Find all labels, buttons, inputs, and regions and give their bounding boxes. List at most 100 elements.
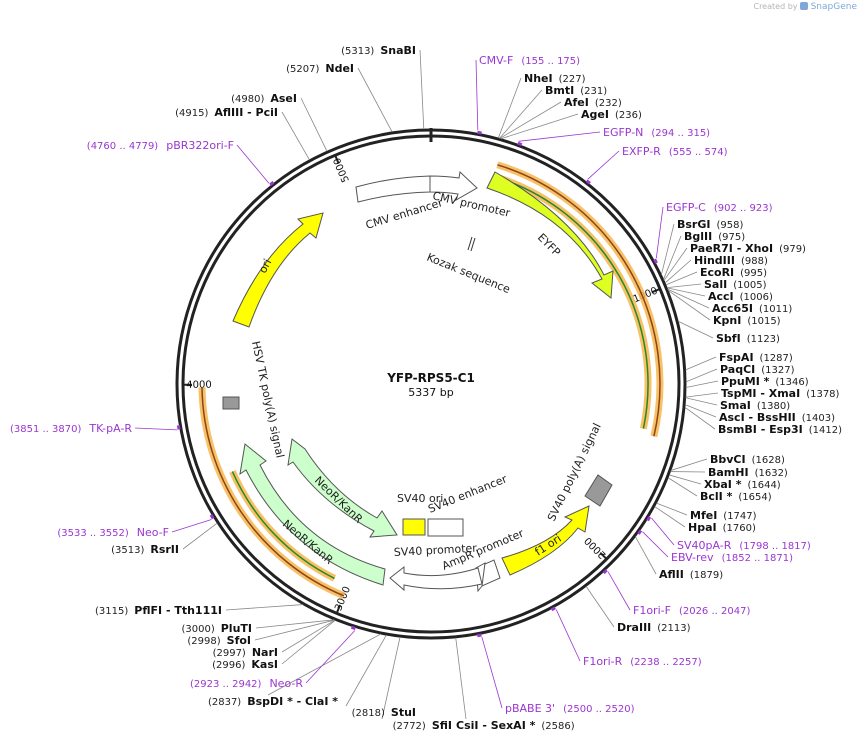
site-label: (2818)StuI <box>352 706 416 719</box>
site-position: (1327) <box>761 365 794 376</box>
site-label: (2837) BspDI * - ClaI * <box>208 695 338 708</box>
leader-line <box>667 283 702 289</box>
site-position: (2997) <box>213 648 246 659</box>
site-label: BmtI(231) <box>545 84 607 97</box>
site-label: DraIII(2113) <box>617 621 691 634</box>
site-position: (3000) <box>181 624 214 635</box>
orf-eyfp-outer <box>497 164 661 437</box>
leader-line <box>518 131 601 142</box>
site-name: RsrII <box>150 543 179 556</box>
site-position: (3513) <box>111 545 144 556</box>
primer-label: (2923 .. 2942)Neo-R <box>190 677 303 690</box>
primer-mark <box>637 529 643 535</box>
snapgene-credit: Created by SnapGene <box>753 2 857 12</box>
neor-kanr-arrow-inner <box>287 438 398 538</box>
site-label: (3115) PflFI - Tth111I <box>95 604 222 617</box>
leader-line <box>661 223 675 275</box>
leader-line <box>677 320 714 339</box>
orf-eyfp-inner-band <box>498 174 652 430</box>
site-label: PpuMI *(1346) <box>721 375 809 388</box>
leader-line <box>499 89 543 139</box>
primer-name: TK-pA-R <box>88 422 132 435</box>
primer-range: (2923 .. 2942) <box>190 679 262 690</box>
site-label: PaeR7I - XhoI(979) <box>690 242 806 255</box>
site-name: KasI <box>251 658 278 671</box>
leader-line <box>670 458 708 471</box>
primer-mark <box>602 569 608 575</box>
site-name: PflFI - Tth111I <box>134 604 222 617</box>
site-name: BsmBI - Esp3I <box>718 423 803 436</box>
site-label: BsrGI(958) <box>677 218 743 231</box>
site-position: (2818) <box>352 708 385 719</box>
site-name: HpaI <box>688 521 717 534</box>
neor-kanr-arrow-outer <box>239 443 386 586</box>
site-name: NheI <box>524 72 553 85</box>
site-label: AccI(1006) <box>708 290 773 303</box>
site-name: SmaI <box>720 399 751 412</box>
orf-tracks <box>198 161 664 600</box>
primer-name: F1ori-F <box>633 604 671 617</box>
primer-mark <box>550 606 556 612</box>
leader-line <box>665 271 698 286</box>
site-position: (1378) <box>806 389 839 400</box>
site-label: BsmBI - Esp3I (1412) <box>718 423 842 436</box>
primer-mark <box>269 181 275 187</box>
site-label: AgeI(236) <box>581 108 642 121</box>
leader-line <box>663 235 682 280</box>
site-label: NheI(227) <box>524 72 586 85</box>
primer-range: (2500 .. 2520) <box>563 704 635 715</box>
leader-line <box>281 111 310 161</box>
primer-name: Neo-F <box>137 526 169 539</box>
primer-mark <box>477 633 482 638</box>
eyfp-arrow <box>486 171 614 299</box>
site-position: (2837) <box>208 697 241 708</box>
leader-line <box>669 474 702 485</box>
site-position: (1632) <box>755 468 788 479</box>
primer-range: (1852 .. 1871) <box>722 553 794 564</box>
leader-line <box>182 522 218 550</box>
site-position: (1123) <box>747 334 780 345</box>
site-position: (2586) <box>541 721 574 732</box>
hsv-tk-polya-box <box>222 396 240 410</box>
site-name: BspDI * - ClaI * <box>247 695 338 708</box>
site-position: (2996) <box>212 660 245 671</box>
leader-line <box>685 368 718 383</box>
site-name: SfoI <box>227 634 251 647</box>
leader-line <box>685 392 719 398</box>
leader-line <box>475 59 479 131</box>
site-position: (3115) <box>95 606 128 617</box>
site-name: MfeI <box>690 509 717 522</box>
primer-range: (3851 .. 3870) <box>10 424 82 435</box>
leader-line <box>497 77 522 139</box>
site-label: CsiI - SexAI *(2586) <box>456 719 575 732</box>
feature-graphics <box>222 170 614 593</box>
leader-line <box>654 506 686 528</box>
primer-name: EGFP-N <box>603 126 643 139</box>
site-position: (1403) <box>802 413 835 424</box>
site-position: (1760) <box>723 523 756 534</box>
site-position: (1879) <box>690 570 723 581</box>
site-position: (995) <box>740 268 767 279</box>
site-name: EcoRI <box>700 266 734 279</box>
primer-label: (4760 .. 4779)pBR322ori-F <box>87 139 234 152</box>
primer-mark <box>209 514 215 520</box>
site-label: BclI *(1654) <box>700 490 772 503</box>
leader-line <box>656 502 688 516</box>
leader-line <box>667 287 706 297</box>
primer-name: EXFP-R <box>622 145 661 158</box>
primer-range: (902 .. 923) <box>714 203 773 214</box>
site-name: BglII <box>684 230 712 243</box>
site-label: EcoRI (995) <box>700 266 767 279</box>
site-position: (2113) <box>657 623 690 634</box>
site-name: Acc65I <box>712 302 753 315</box>
site-label: SmaI(1380) <box>720 399 790 412</box>
primer-name: EGFP-C <box>666 201 706 214</box>
site-position: (979) <box>779 244 806 255</box>
feature-label: SV40 poly(A) signal <box>545 421 604 523</box>
site-position: (1015) <box>747 316 780 327</box>
leader-line <box>455 637 467 720</box>
label-leader-lines <box>134 49 719 720</box>
site-position: (1412) <box>809 425 842 436</box>
primer-name: CMV-F <box>479 54 513 67</box>
